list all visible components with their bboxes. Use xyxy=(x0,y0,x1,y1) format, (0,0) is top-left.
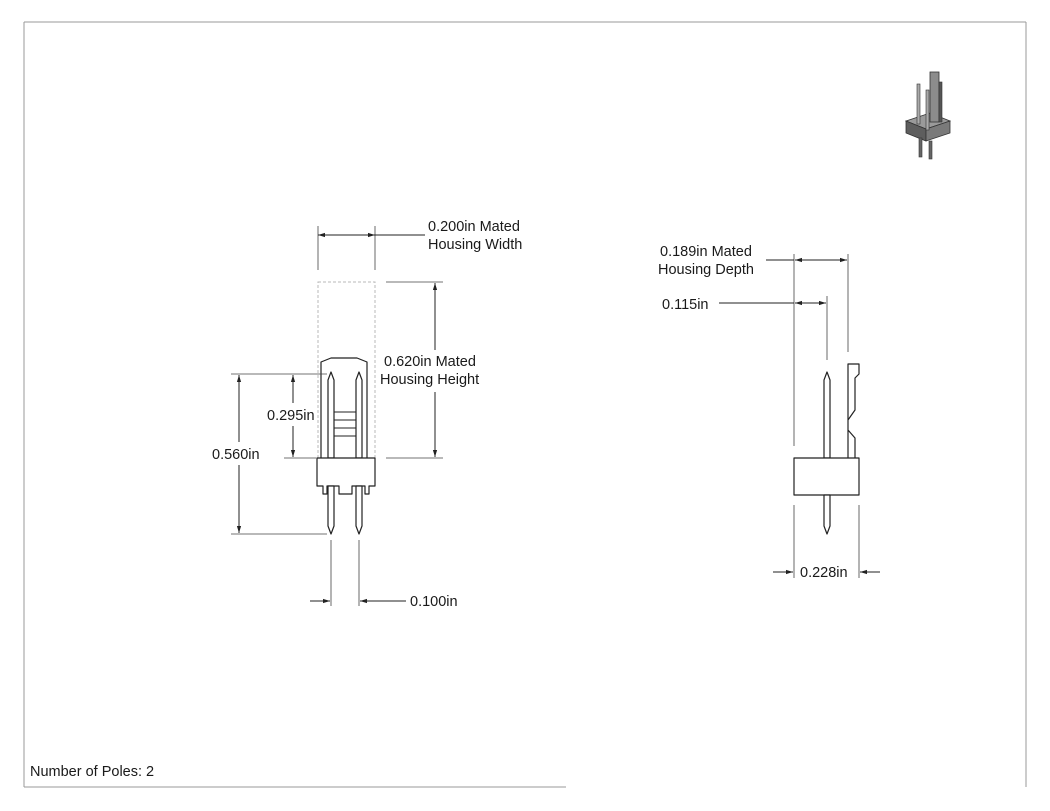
side-latch xyxy=(847,363,860,458)
pin-upper-right xyxy=(355,371,363,459)
pitch-dimension-label: 0.100in xyxy=(410,594,458,610)
side-pin-lower xyxy=(823,494,831,535)
pin-length-dimension-label: 0.560in xyxy=(212,447,260,463)
pin-upper-left xyxy=(327,371,335,459)
side-pin-upper xyxy=(823,371,831,459)
side-view: 0.189in Mated Housing Depth 0.115in 0.22… xyxy=(658,244,880,581)
height-dimension-label-1: 0.620in Mated xyxy=(384,354,476,370)
depth-dimension-label-2: Housing Depth xyxy=(658,262,754,278)
housing-base xyxy=(316,457,376,495)
width-dimension-label-2: Housing Width xyxy=(428,237,522,253)
connector-3d-thumbnail-icon xyxy=(904,71,952,160)
number-of-poles-label: Number of Poles: 2 xyxy=(30,764,154,780)
front-view: 0.200in Mated Housing Width 0.620in Mate… xyxy=(212,219,522,610)
height-dimension-label-2: Housing Height xyxy=(380,372,479,388)
width-dimension-label-1: 0.200in Mated xyxy=(428,219,520,235)
side-housing-body xyxy=(793,457,860,496)
sheet-frame xyxy=(23,21,1027,788)
depth-dimension-label-1: 0.189in Mated xyxy=(660,244,752,260)
pin-lower-left xyxy=(327,485,335,535)
overall-dimension-label: 0.228in xyxy=(800,565,848,581)
pin-above-dimension-label: 0.295in xyxy=(267,408,315,424)
offset-dimension-label: 0.115in xyxy=(662,297,709,313)
pin-lower-right xyxy=(355,485,363,535)
